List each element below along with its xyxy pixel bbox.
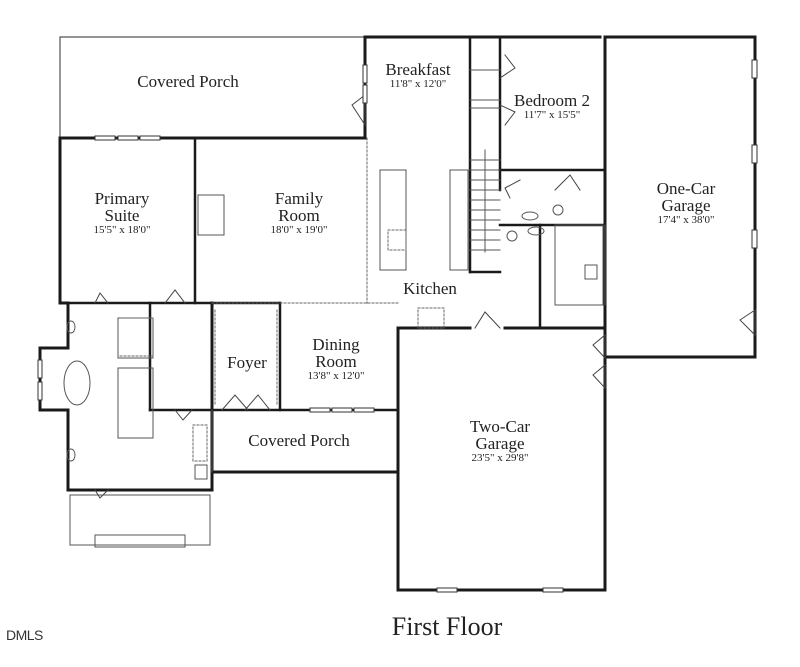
exterior-walls (38, 35, 757, 592)
rear-porch-outline (59, 36, 366, 139)
room-name-line2: Room (278, 206, 320, 225)
room-label-bedroom-2: Bedroom 2 11'7" x 15'5" (514, 92, 590, 121)
door-swings (94, 54, 756, 499)
room-label-foyer: Foyer (227, 354, 267, 371)
room-dimensions: 17'4" x 38'0" (657, 214, 715, 226)
room-name: Breakfast (385, 60, 451, 79)
room-name-line1: Dining (312, 335, 360, 354)
room-dimensions: 18'0" x 19'0" (270, 224, 328, 236)
room-label-covered-porch-rear: Covered Porch (137, 73, 239, 90)
floor-title: First Floor (391, 612, 503, 641)
room-label-kitchen: Kitchen (403, 280, 457, 297)
room-dimensions: 23'5" x 29'8" (471, 452, 529, 464)
room-name-line1: Primary (94, 189, 150, 208)
mls-watermark: DMLS (6, 627, 43, 643)
dashed-openings (119, 137, 445, 462)
room-name: Covered Porch (137, 72, 239, 91)
room-name: Bedroom 2 (513, 91, 591, 110)
room-dimensions: 11'7" x 15'5" (523, 109, 581, 121)
room-name: Covered Porch (248, 431, 350, 450)
interior-walls (58, 35, 607, 412)
windows (37, 59, 758, 593)
room-label-two-car-garage: Two-Car Garage 23'5" x 29'8" (470, 418, 530, 464)
room-label-covered-porch-front: Covered Porch (248, 432, 350, 449)
room-name-line1: Family (274, 189, 324, 208)
interior-detail-lines (63, 69, 606, 548)
room-label-breakfast: Breakfast 11'8" x 12'0" (385, 61, 450, 90)
room-dimensions: 13'8" x 12'0" (307, 370, 365, 382)
room-name-line1: One-Car (656, 179, 716, 198)
room-dimensions: 11'8" x 12'0" (389, 78, 447, 90)
room-label-dining-room: Dining Room 13'8" x 12'0" (308, 336, 365, 382)
room-label-one-car-garage: One-Car Garage 17'4" x 38'0" (657, 180, 716, 226)
room-name-line2: Garage (661, 196, 711, 215)
room-name: Foyer (227, 353, 267, 372)
room-label-family-room: Family Room 18'0" x 19'0" (271, 190, 328, 236)
room-name-line2: Room (315, 352, 357, 371)
room-name: Kitchen (403, 279, 457, 298)
room-name-line2: Suite (104, 206, 140, 225)
room-label-primary-suite: Primary Suite 15'5" x 18'0" (94, 190, 151, 236)
room-dimensions: 15'5" x 18'0" (93, 224, 151, 236)
room-name-line1: Two-Car (469, 417, 531, 436)
room-name-line2: Garage (475, 434, 525, 453)
